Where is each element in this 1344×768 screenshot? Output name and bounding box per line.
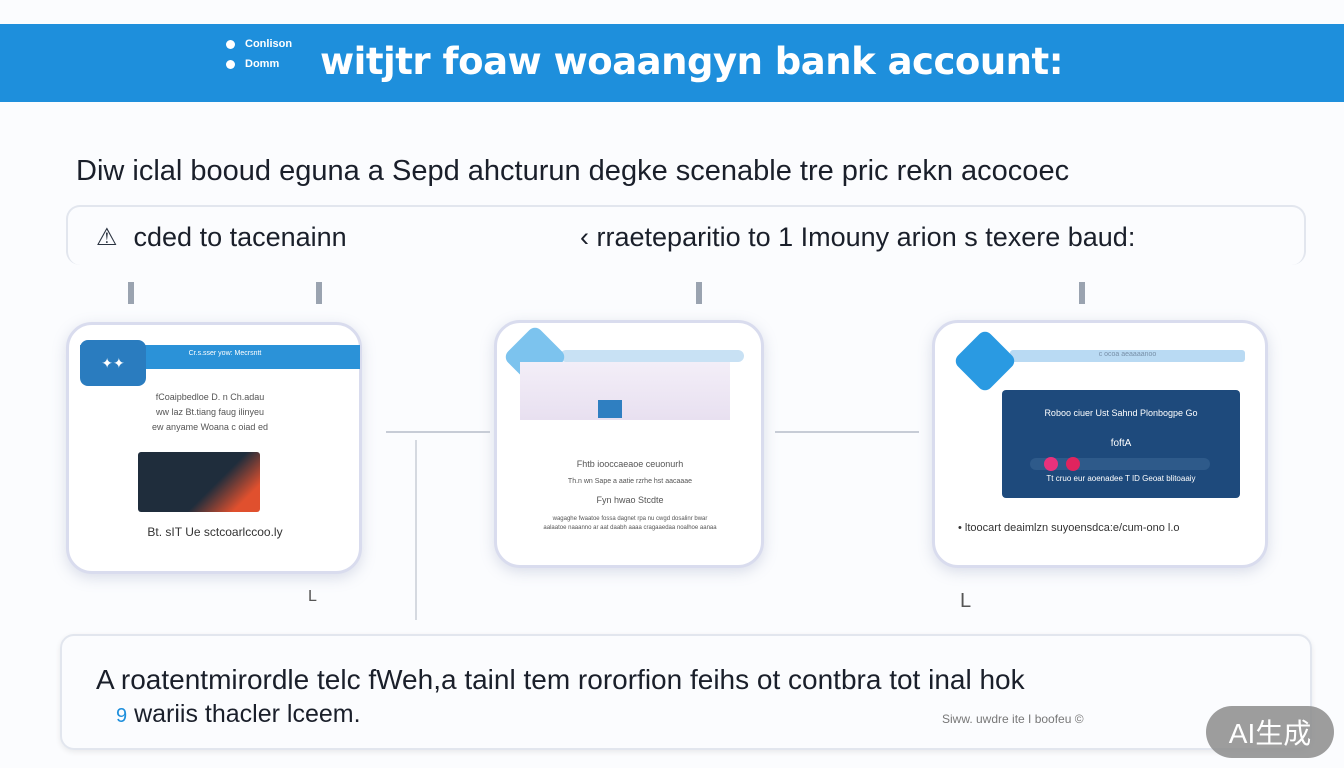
step-left: ⚠ cded to tacenainn bbox=[96, 222, 347, 253]
card-caption-text: ltoocart deaimlzn suyoensdca:e/cum-ono l… bbox=[964, 522, 1180, 534]
card-footer: wagaghe fwaatoe fossa dagnet rpa nu cwgd… bbox=[520, 515, 740, 533]
header-banner bbox=[0, 24, 1344, 102]
card-image bbox=[138, 452, 260, 512]
connector-tick bbox=[316, 282, 322, 304]
panel-title: Roboo ciuer Ust Sahnd Plonbogpe Go bbox=[1044, 408, 1198, 418]
card-footer-line: wagaghe fwaatoe fossa dagnet rpa nu cwgd… bbox=[552, 516, 708, 522]
box-icon bbox=[598, 400, 622, 418]
vertical-connector bbox=[415, 440, 417, 620]
bullet-item: Domm bbox=[226, 58, 292, 70]
bullet-item: Conlison bbox=[226, 38, 292, 50]
caret-icon: ‹ bbox=[580, 222, 589, 252]
card-lines: fCoaipbedloe D. n Ch.adau ww laz Bt.tian… bbox=[140, 390, 280, 435]
card-caption: • ltoocart deaimlzn suyoensdca:e/cum-ono… bbox=[958, 522, 1180, 534]
hands-icon: ✦✦ bbox=[80, 340, 146, 386]
card-bar-text: c ocoa aeaaaanoo bbox=[1098, 351, 1157, 358]
card-header-bar bbox=[560, 350, 744, 362]
card-lines: Fhtb iooccaeaoe ceuonurh Th.n wn Sape a … bbox=[520, 455, 740, 509]
panel-mid: foftA bbox=[1110, 438, 1132, 449]
page-title: witjtr foaw woaangyn bank account: bbox=[320, 40, 1064, 83]
dark-panel bbox=[1002, 390, 1240, 498]
card-line: ww laz Bt.tiang faug ilinyeu bbox=[155, 407, 265, 417]
connector-tick bbox=[1079, 282, 1085, 304]
arrow-connector bbox=[386, 431, 490, 433]
steps-frame bbox=[66, 205, 1306, 265]
bottom-panel bbox=[60, 634, 1312, 750]
card-caption: Bt. sIT Ue sctcoarlccoo.ly bbox=[147, 525, 283, 539]
step-right-text: rraeteparitio to 1 Imouny arion s texere… bbox=[596, 222, 1136, 252]
progress-dot bbox=[1066, 457, 1080, 471]
card-illustration bbox=[520, 362, 730, 420]
corner-mark: L bbox=[960, 590, 972, 612]
corner-mark: L bbox=[308, 588, 317, 605]
card-line: ew anyame Woana c oiad ed bbox=[152, 422, 268, 432]
card-header-bar bbox=[1010, 350, 1245, 362]
header-bullets: Conlison Domm bbox=[226, 38, 292, 70]
panel-caption: Tt cruo eur aoenadee T ID Geoat blitoaai… bbox=[1046, 474, 1196, 483]
bottom-text-2: wariis thacler lceem. bbox=[134, 700, 361, 728]
connector-tick bbox=[696, 282, 702, 304]
ai-generated-watermark: AI生成 bbox=[1206, 706, 1334, 758]
card-footer-line: aalaatoe naaanno ar aat daabh aaaa craga… bbox=[543, 525, 717, 531]
step-left-text: cded to tacenainn bbox=[133, 222, 347, 252]
card-line: Fhtb iooccaeaoe ceuonurh bbox=[576, 459, 684, 469]
connector-tick bbox=[128, 282, 134, 304]
bottom-prefix: 9 bbox=[116, 705, 128, 727]
card-line: Fyn hwao Stcdte bbox=[596, 495, 664, 505]
bullet-text: Conlison bbox=[245, 38, 293, 50]
card-header-text: Cr.s.sser yow: Mecrsntt bbox=[188, 350, 262, 357]
warning-icon: ⚠ bbox=[96, 224, 118, 251]
progress-dot bbox=[1044, 457, 1058, 471]
bottom-note: Siww. uwdre ite I boofeu © bbox=[942, 712, 1084, 726]
bottom-text: A roatentmirordle telc fWeh,a tainl tem … bbox=[96, 664, 1025, 695]
subtitle: Diw iclal booud eguna a Sepd ahcturun de… bbox=[76, 155, 1070, 187]
bullet-text: Domm bbox=[245, 58, 280, 70]
step-right: ‹ rraeteparitio to 1 Imouny arion s texe… bbox=[580, 222, 1135, 253]
bottom-line2: 9 wariis thacler lceem. bbox=[116, 700, 361, 729]
arrow-connector bbox=[775, 431, 919, 433]
card-line: fCoaipbedloe D. n Ch.adau bbox=[155, 392, 265, 402]
card-line: Th.n wn Sape a aatie rzrhe hst aacaaae bbox=[567, 478, 693, 485]
